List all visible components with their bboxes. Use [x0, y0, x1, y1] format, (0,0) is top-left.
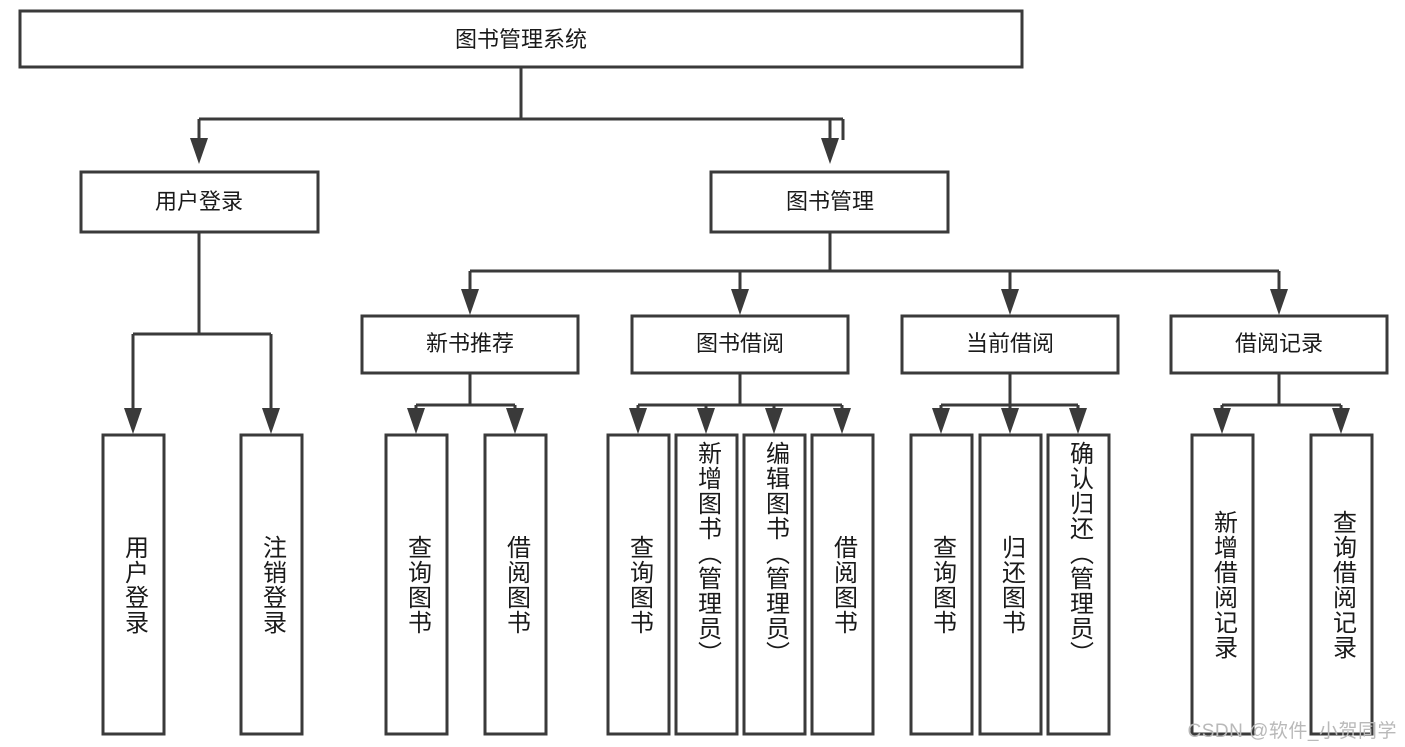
arrow-head-icon [1001, 408, 1019, 434]
node-book-management-label: 图书管理 [786, 189, 874, 214]
node-current-borrow-label: 当前借阅 [966, 331, 1054, 356]
node-book-borrow-label: 图书借阅 [696, 331, 784, 356]
leaf-box-book-borrow-1[interactable] [606, 433, 671, 736]
connector-current-borrow-to-leaves [932, 373, 1087, 434]
node-root-box [18, 9, 1024, 69]
watermark: CSDN @软件_小贺同学 [1187, 721, 1397, 742]
leaf-box-current-borrow-1[interactable] [909, 433, 974, 736]
leaf-box-new-book-2[interactable] [483, 433, 548, 736]
leaf-box-borrow-records-1[interactable] [1190, 433, 1255, 736]
connector-book-borrow-to-leaves [629, 373, 851, 434]
arrow-head-icon [833, 408, 851, 434]
leaf-box-book-borrow-4[interactable] [810, 433, 875, 736]
arrow-head-icon [932, 408, 950, 434]
node-book-management-box [709, 170, 950, 234]
arrow-head-icon [1001, 289, 1019, 315]
leaf-box-book-borrow-2[interactable] [674, 433, 739, 736]
node-book-management[interactable]: 图书管理 [709, 170, 950, 234]
node-book-borrow-box [630, 314, 850, 375]
node-root-label: 图书管理系统 [455, 27, 587, 52]
leaf-label-user-login-1: 用户登录 [120, 534, 148, 635]
leaf-box-user-login-1[interactable] [101, 433, 166, 736]
arrow-head-icon [821, 138, 839, 164]
node-new-book-recommend-label: 新书推荐 [426, 331, 514, 356]
node-user-login-label: 用户登录 [155, 189, 243, 214]
leaf-label-current-borrow-2: 归还图书 [997, 534, 1025, 635]
node-new-book-recommend[interactable]: 新书推荐 [360, 314, 580, 375]
leaf-label-book-borrow-4: 借阅图书 [829, 534, 857, 635]
node-current-borrow-box [900, 314, 1120, 375]
leaf-box-borrow-records-2[interactable] [1309, 433, 1374, 736]
connector-borrow-records-to-leaves [1213, 373, 1350, 434]
leaf-label-current-borrow-3: 确认归还（管理员） [1065, 441, 1093, 666]
connector-root-to-level2 [190, 67, 845, 164]
leaf-label-new-book-1: 查询图书 [403, 534, 431, 635]
node-user-login-box [79, 170, 320, 234]
node-borrow-records[interactable]: 借阅记录 [1169, 314, 1389, 375]
leaf-box-current-borrow-3[interactable] [1046, 433, 1111, 736]
arrow-head-icon [1270, 289, 1288, 315]
connector-book-management-to-level3 [461, 232, 1288, 315]
node-book-borrow[interactable]: 图书借阅 [630, 314, 850, 375]
node-new-book-recommend-box [360, 314, 580, 375]
arrow-head-icon [506, 408, 524, 434]
arrow-head-icon [629, 408, 647, 434]
arrow-head-icon [765, 408, 783, 434]
node-current-borrow[interactable]: 当前借阅 [900, 314, 1120, 375]
arrow-head-icon [697, 408, 715, 434]
arrow-head-icon [262, 408, 280, 434]
leaf-label-borrow-records-1: 新增借阅记录 [1209, 509, 1237, 660]
leaf-box-user-login-2[interactable] [239, 433, 304, 736]
leaf-box-current-borrow-2[interactable] [978, 433, 1043, 736]
leaf-label-book-borrow-3: 编辑图书（管理员） [761, 441, 789, 666]
leaf-label-book-borrow-2: 新增图书（管理员） [693, 441, 721, 666]
leaf-label-user-login-2: 注销登录 [258, 534, 286, 635]
connector-new-book-recommend-to-leaves [407, 373, 524, 434]
arrow-head-icon [731, 289, 749, 315]
node-user-login[interactable]: 用户登录 [79, 170, 320, 234]
leaf-label-current-borrow-1: 查询图书 [928, 534, 956, 635]
leaf-label-borrow-records-2: 查询借阅记录 [1328, 509, 1356, 660]
arrow-head-icon [407, 408, 425, 434]
arrow-head-icon [1213, 408, 1231, 434]
node-root[interactable]: 图书管理系统 [18, 9, 1024, 69]
arrow-head-icon [461, 289, 479, 315]
leaf-label-new-book-2: 借阅图书 [502, 534, 530, 635]
leaf-box-book-borrow-3[interactable] [742, 433, 807, 736]
arrow-head-icon [190, 138, 208, 164]
leaf-box-new-book-1[interactable] [384, 433, 449, 736]
arrow-head-icon [1332, 408, 1350, 434]
arrow-head-icon [1069, 408, 1087, 434]
arrow-head-icon [124, 408, 142, 434]
connector-user-login-to-leaves [124, 232, 280, 434]
node-borrow-records-label: 借阅记录 [1235, 331, 1323, 356]
leaf-label-book-borrow-1: 查询图书 [625, 534, 653, 635]
